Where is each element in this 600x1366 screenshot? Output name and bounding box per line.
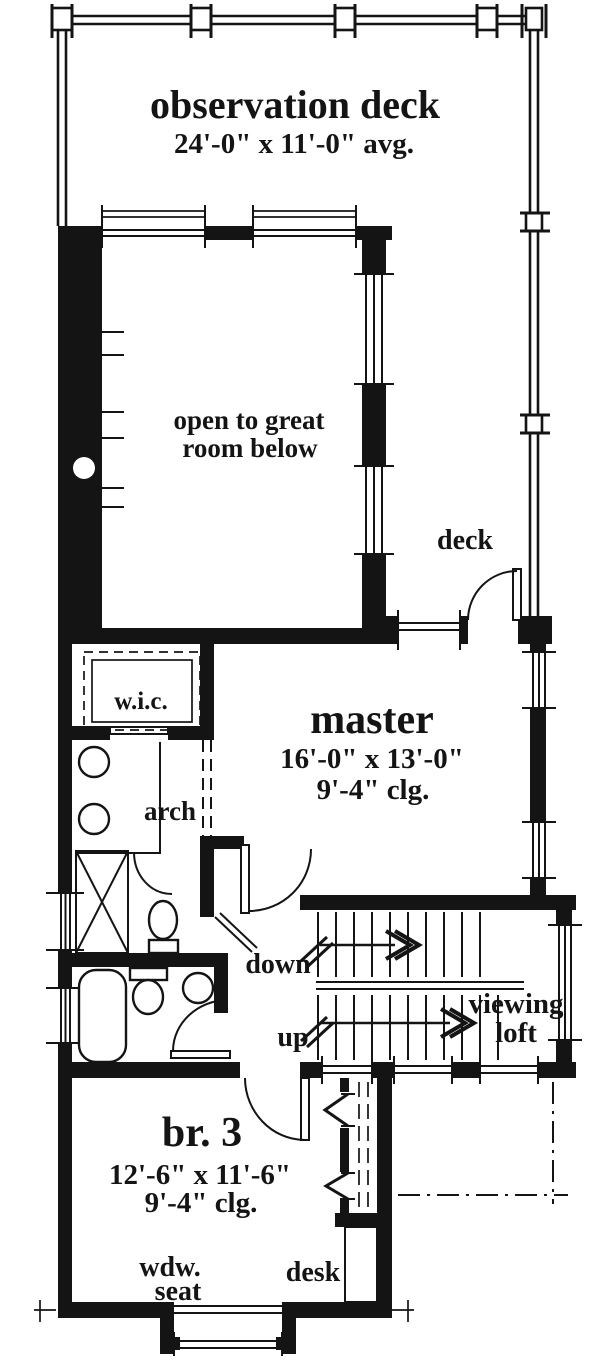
open-below-line1: open to great [174,405,325,435]
master-dims: 16'-0" x 13'-0" [280,743,464,775]
master-door [240,844,312,914]
br3-dims: 12'-6" x 11'-6" [109,1159,291,1191]
wic-label: w.i.c. [114,688,167,715]
deck-railing [56,14,542,618]
hall-bath-door [170,999,231,1059]
open-below-line2: room below [182,433,318,463]
railing-post [189,4,213,38]
windows [34,205,582,1356]
bath-pocket-door [214,912,258,953]
wic-shelving [83,651,201,731]
window-seat-line1: wdw. [139,1252,200,1283]
vanity-counter [76,742,161,854]
br3-door [244,1077,310,1141]
pivot-door [322,1092,355,1128]
railing-post [520,4,548,38]
master-clg: 9'-4" clg. [317,774,430,806]
railing-post [333,4,357,38]
fireplace [73,331,124,508]
closet [322,1082,369,1210]
walls [58,226,576,1354]
railing-post [475,4,499,38]
doors [109,568,522,1141]
railing-post [50,4,74,38]
deck-label: deck [437,525,493,556]
down-arrow [299,929,423,969]
master-label: master [310,697,434,743]
railing-posts [50,4,550,435]
viewing-loft-line1: viewing [468,988,564,1020]
window-seat-line2: seat [155,1276,202,1307]
bath-inner-door [133,851,173,895]
bath-fixtures [75,742,215,1064]
desk-outline [344,1226,378,1303]
stair-rail-divider [316,981,524,990]
down-label: down [245,949,311,980]
sink [77,802,111,836]
br3-label: br. 3 [162,1110,242,1156]
round-sink [181,971,215,1005]
toilet [128,966,169,1016]
desk-label: desk [286,1257,341,1288]
sink [77,745,111,779]
toilet [147,899,180,955]
stairs [299,912,524,1060]
arch-opening [202,740,212,836]
stair-treads-lower [317,995,499,1060]
up-label: up [277,1022,308,1053]
arch-label: arch [144,796,196,826]
observation-deck-dims: 24'-0" x 11'-0" avg. [174,128,414,160]
roofline-below [398,1082,568,1204]
railing-post [520,211,550,233]
shower [75,850,129,954]
br3-clg: 9'-4" clg. [145,1187,258,1219]
room-labels: observation deck 24'-0" x 11'-0" avg. op… [109,82,564,1307]
viewing-loft-line2: loft [495,1017,537,1049]
observation-deck-label: observation deck [150,82,441,127]
bathtub [77,968,128,1064]
pivot-door [323,1171,355,1201]
up-arrow [299,1007,478,1049]
railing-post [520,413,550,435]
fireplace-flue [73,457,95,479]
deck-door [467,568,522,621]
